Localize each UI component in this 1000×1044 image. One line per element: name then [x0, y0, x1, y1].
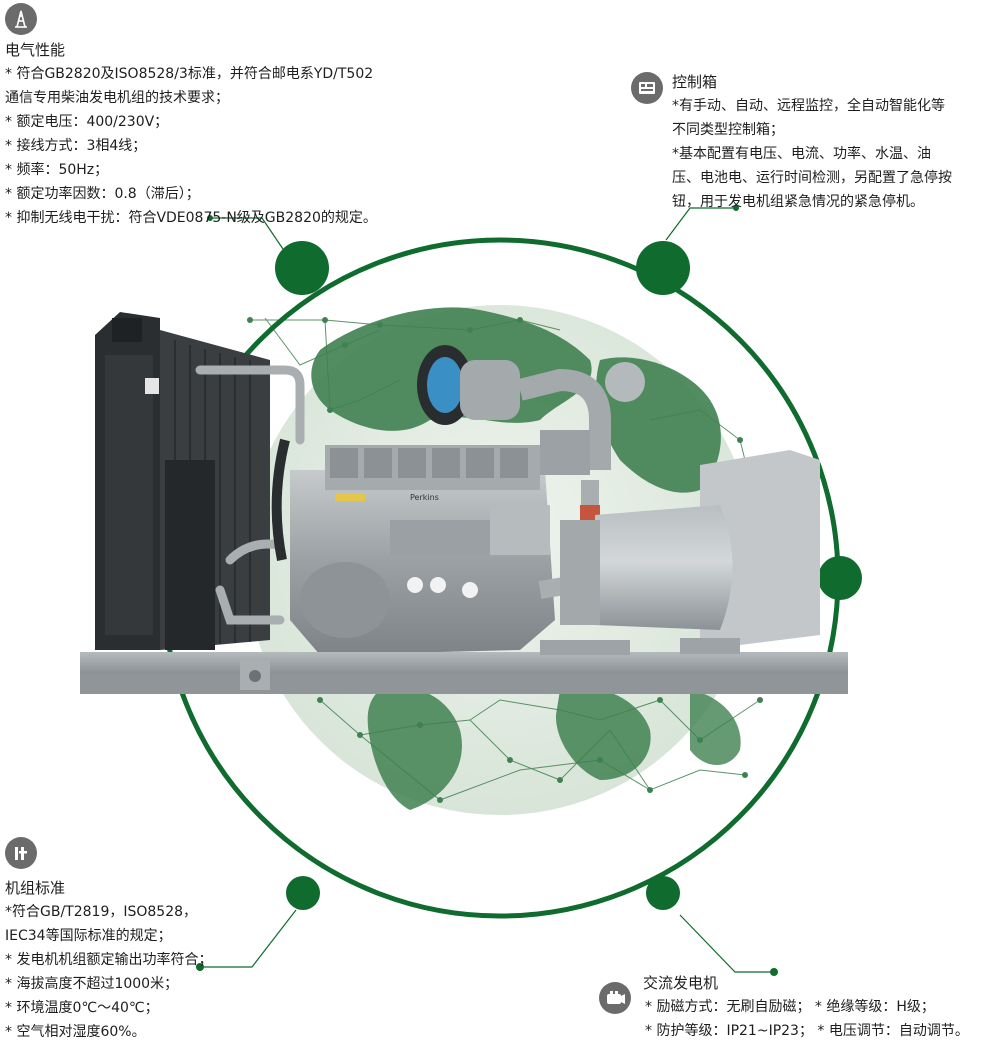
- alternator-title: 交流发电机: [643, 974, 719, 992]
- control-box-line: 压、电池电、运行时间检测，另配置了急停按: [672, 170, 952, 186]
- alternator-line: * 防护等级：IP21~IP23； * 电压调节：自动调节。: [645, 1023, 969, 1039]
- standards-line: * 空气相对湿度60%。: [5, 1024, 146, 1040]
- connector-dots: [196, 205, 778, 976]
- ring-marker-right: [818, 556, 862, 600]
- ring-markers: [275, 241, 862, 910]
- standards-title: 机组标准: [5, 879, 66, 897]
- control-box-line: *有手动、自动、远程监控，全自动智能化等: [672, 98, 945, 114]
- tower-icon: [5, 3, 37, 35]
- electrical-line: * 额定功率因数：0.8（滞后）；: [5, 186, 200, 202]
- electrical-line: * 抑制无线电干扰：符合VDE0875-N级及GB2820的规定。: [5, 210, 377, 226]
- standards-line: * 环境温度0℃～40℃；: [5, 1000, 159, 1016]
- electrical-line: 通信专用柴油发电机组的技术要求；: [5, 90, 229, 106]
- alternator: [560, 450, 820, 650]
- network-nodes: [247, 317, 763, 803]
- ring-marker-electrical: [275, 241, 329, 295]
- control-box-line: 钮，用于发电机组紧急情况的紧急停机。: [672, 194, 924, 210]
- electrical-title: 电气性能: [5, 41, 66, 59]
- alternator-section: 交流发电机 * 励磁方式：无刷自励磁； * 绝缘等级：H级； * 防护等级：IP…: [643, 971, 998, 1043]
- standards-line: * 海拔高度不超过1000米；: [5, 976, 179, 992]
- electrical-line: * 额定电压：400/230V；: [5, 114, 169, 130]
- engine-block: Perkins: [290, 445, 555, 655]
- standards-section: 机组标准 *符合GB/T2819，ISO8528， IEC34等国际标准的规定；…: [5, 876, 305, 1044]
- generator-set: Perkins: [80, 312, 848, 694]
- electrical-line: * 接线方式：3相4线；: [5, 138, 147, 154]
- ring-marker-control-box: [636, 241, 690, 295]
- engine-brand-label: Perkins: [410, 493, 439, 502]
- electrical-line: * 符合GB2820及ISO8528/3标准，并符合邮电系YD/T502: [5, 66, 374, 82]
- ring-marker-alternator: [646, 876, 680, 910]
- base-frame: [80, 638, 848, 694]
- standard-icon: [5, 837, 37, 869]
- control-box-section: 控制箱 *有手动、自动、远程监控，全自动智能化等 不同类型控制箱； *基本配置有…: [672, 70, 997, 214]
- electrical-line: * 频率：50Hz；: [5, 162, 109, 178]
- standards-line: * 发电机机组额定输出功率符合；: [5, 952, 213, 968]
- control-box-icon: [631, 72, 663, 104]
- standards-line: *符合GB/T2819，ISO8528，: [5, 904, 198, 920]
- control-box-line: 不同类型控制箱；: [672, 122, 784, 138]
- connector-lines: [200, 207, 774, 973]
- radiator: [95, 312, 270, 650]
- electrical-section: 电气性能 * 符合GB2820及ISO8528/3标准，并符合邮电系YD/T50…: [5, 38, 475, 230]
- control-box-title: 控制箱: [672, 73, 718, 91]
- alternator-icon: [599, 982, 631, 1014]
- standards-line: IEC34等国际标准的规定；: [5, 928, 172, 944]
- control-box-line: *基本配置有电压、电流、功率、水温、油: [672, 146, 931, 162]
- ring-marker-standards: [286, 876, 320, 910]
- alternator-line: * 励磁方式：无刷自励磁； * 绝缘等级：H级；: [645, 999, 935, 1015]
